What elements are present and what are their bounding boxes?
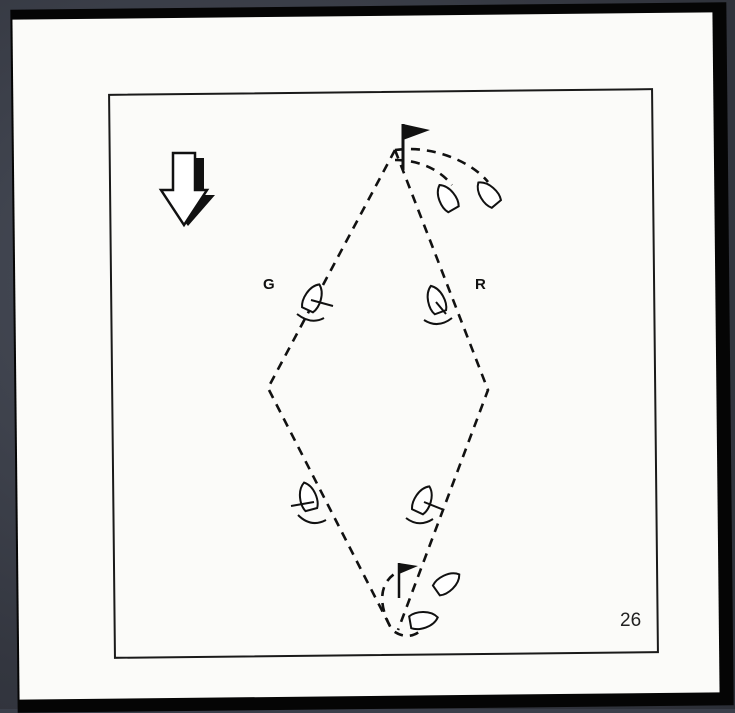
- boat-label-r: R: [475, 276, 486, 293]
- boat-icon: [297, 281, 333, 321]
- wind-direction-arrow-icon: [161, 153, 215, 226]
- boat-icon: [432, 568, 464, 598]
- course-paths: [268, 149, 488, 636]
- boat-icon: [291, 480, 326, 523]
- bottom-mark-flag-icon: [399, 563, 418, 598]
- boat-icon: [432, 181, 460, 213]
- boat-label-g: G: [263, 276, 275, 293]
- boat-icon: [406, 483, 444, 523]
- page-number: 26: [620, 610, 641, 632]
- boat-icon: [409, 609, 439, 630]
